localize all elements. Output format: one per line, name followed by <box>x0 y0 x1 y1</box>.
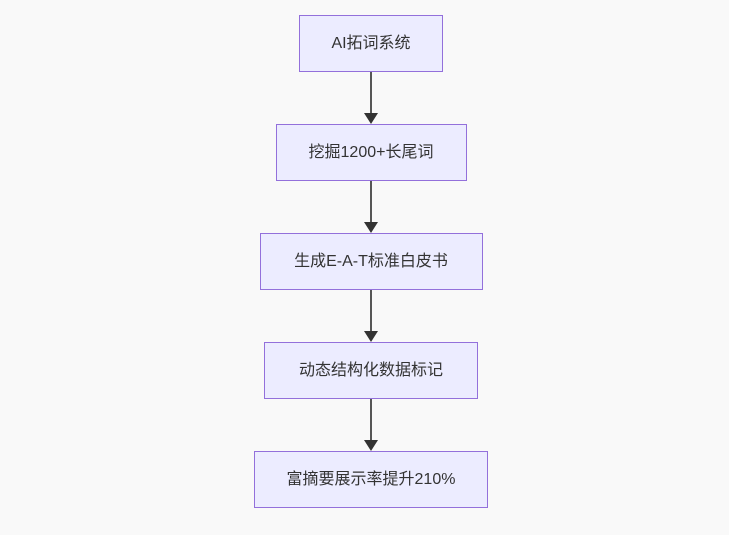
arrow-line <box>370 72 372 116</box>
flow-node-label: 挖掘1200+长尾词 <box>308 143 434 161</box>
flow-node-structured-data-markup: 动态结构化数据标记 <box>264 342 478 399</box>
flow-node-longtail-mining: 挖掘1200+长尾词 <box>275 124 467 181</box>
flow-arrow-3 <box>363 290 379 342</box>
flow-node-label: 生成E-A-T标准白皮书 <box>294 252 448 270</box>
arrowhead-down-icon <box>364 331 378 342</box>
arrow-line <box>370 399 372 443</box>
arrowhead-down-icon <box>364 222 378 233</box>
arrow-line <box>370 290 372 334</box>
arrow-line <box>370 181 372 225</box>
flow-node-ai-word-expansion: AI拓词系统 <box>299 15 443 72</box>
flow-node-label: 富摘要展示率提升210% <box>286 470 456 488</box>
arrowhead-down-icon <box>364 440 378 451</box>
flow-arrow-1 <box>363 72 379 124</box>
flow-node-eat-whitepaper: 生成E-A-T标准白皮书 <box>259 233 483 290</box>
flow-arrow-4 <box>363 399 379 451</box>
flow-node-rich-snippet-rate: 富摘要展示率提升210% <box>254 451 488 508</box>
arrowhead-down-icon <box>364 113 378 124</box>
flow-node-label: 动态结构化数据标记 <box>298 361 443 379</box>
flowchart: AI拓词系统 挖掘1200+长尾词 生成E-A-T标准白皮书 动态结构化数据标记… <box>254 15 488 508</box>
flow-node-label: AI拓词系统 <box>331 34 411 52</box>
flow-arrow-2 <box>363 181 379 233</box>
